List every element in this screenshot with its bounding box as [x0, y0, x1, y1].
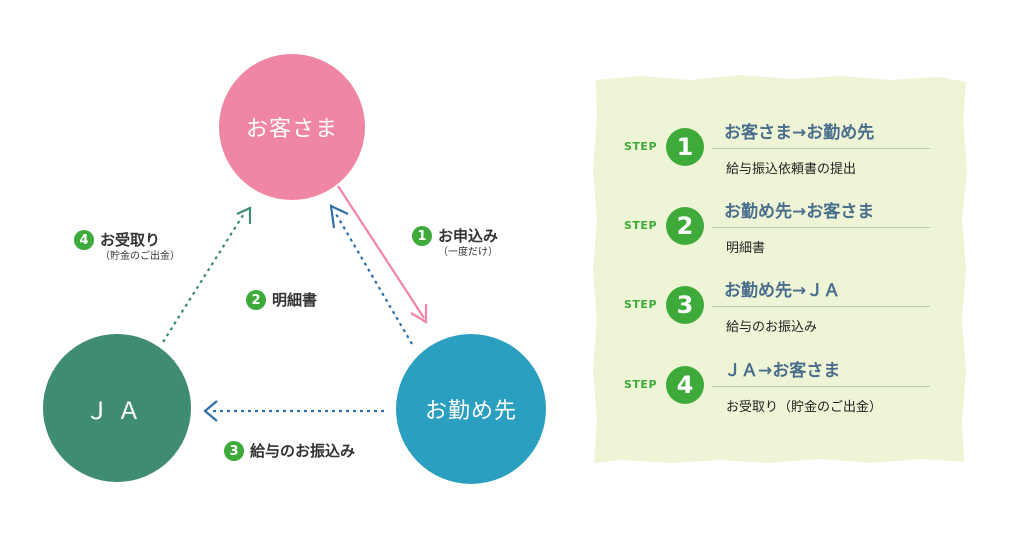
step-title: ＪＡ→お客さま: [724, 361, 841, 381]
edge-label-salary: 3 給与のお振込み: [224, 441, 355, 461]
step-divider: [712, 148, 930, 149]
step-divider: [712, 306, 930, 307]
edge-number-badge: 3: [224, 441, 244, 461]
step-row-3: STEP 3 お勤め先→ＪＡ 給与のお振込み: [618, 276, 938, 346]
node-employer-label: お勤め先: [424, 399, 517, 424]
edge-label-main: お受取り: [100, 231, 161, 249]
step-number-badge: 3: [666, 286, 704, 324]
edge-label-sub: （一度だけ）: [438, 247, 498, 258]
edge-label-main: 給与のお振込み: [250, 442, 356, 460]
node-ja-label: ＪＡ: [85, 396, 149, 425]
edge-label-receive: 4 お受取り （貯金のご出金）: [74, 230, 180, 264]
step-number-badge: 1: [666, 128, 704, 166]
step-divider: [712, 386, 930, 387]
step-title: お客さま→お勤め先: [724, 123, 875, 143]
step-row-2: STEP 2 お勤め先→お客さま 明細書: [618, 197, 938, 267]
node-ja: ＪＡ: [43, 334, 191, 482]
step-tag: STEP: [624, 219, 658, 232]
step-title: お勤め先→お客さま: [724, 202, 875, 222]
node-customer: お客さま: [219, 54, 365, 200]
edge-label-apply: 1 お申込み （一度だけ）: [412, 226, 498, 260]
step-number-badge: 4: [666, 366, 704, 404]
edge-label-statement: 2 明細書: [246, 290, 317, 310]
edge-number-badge: 2: [246, 290, 266, 310]
edge-label-main: お申込み: [438, 227, 499, 245]
node-customer-label: お客さま: [245, 117, 338, 142]
edge-label-sub: （貯金のご出金）: [100, 251, 180, 262]
arrow-salary: [203, 400, 384, 422]
step-tag: STEP: [624, 378, 658, 391]
edge-label-main: 明細書: [272, 291, 318, 309]
arrow-statement: [329, 204, 413, 345]
step-tag: STEP: [624, 298, 658, 311]
step-row-1: STEP 1 お客さま→お勤め先 給与振込依頼書の提出: [618, 118, 938, 188]
step-description: 給与のお振込み: [726, 320, 818, 335]
step-title: お勤め先→ＪＡ: [724, 281, 841, 301]
step-number-badge: 2: [666, 207, 704, 245]
step-description: 明細書: [726, 241, 766, 256]
node-employer: お勤め先: [396, 334, 546, 484]
step-divider: [712, 227, 930, 228]
step-row-4: STEP 4 ＪＡ→お客さま お受取り（貯金のご出金）: [618, 356, 938, 426]
step-tag: STEP: [624, 140, 658, 153]
arrow-apply: [337, 185, 428, 324]
step-description: 給与振込依頼書の提出: [726, 162, 857, 177]
edge-number-badge: 1: [412, 226, 432, 246]
arrow-receive: [162, 206, 252, 343]
edge-number-badge: 4: [74, 230, 94, 250]
step-description: お受取り（貯金のご出金）: [726, 400, 883, 415]
